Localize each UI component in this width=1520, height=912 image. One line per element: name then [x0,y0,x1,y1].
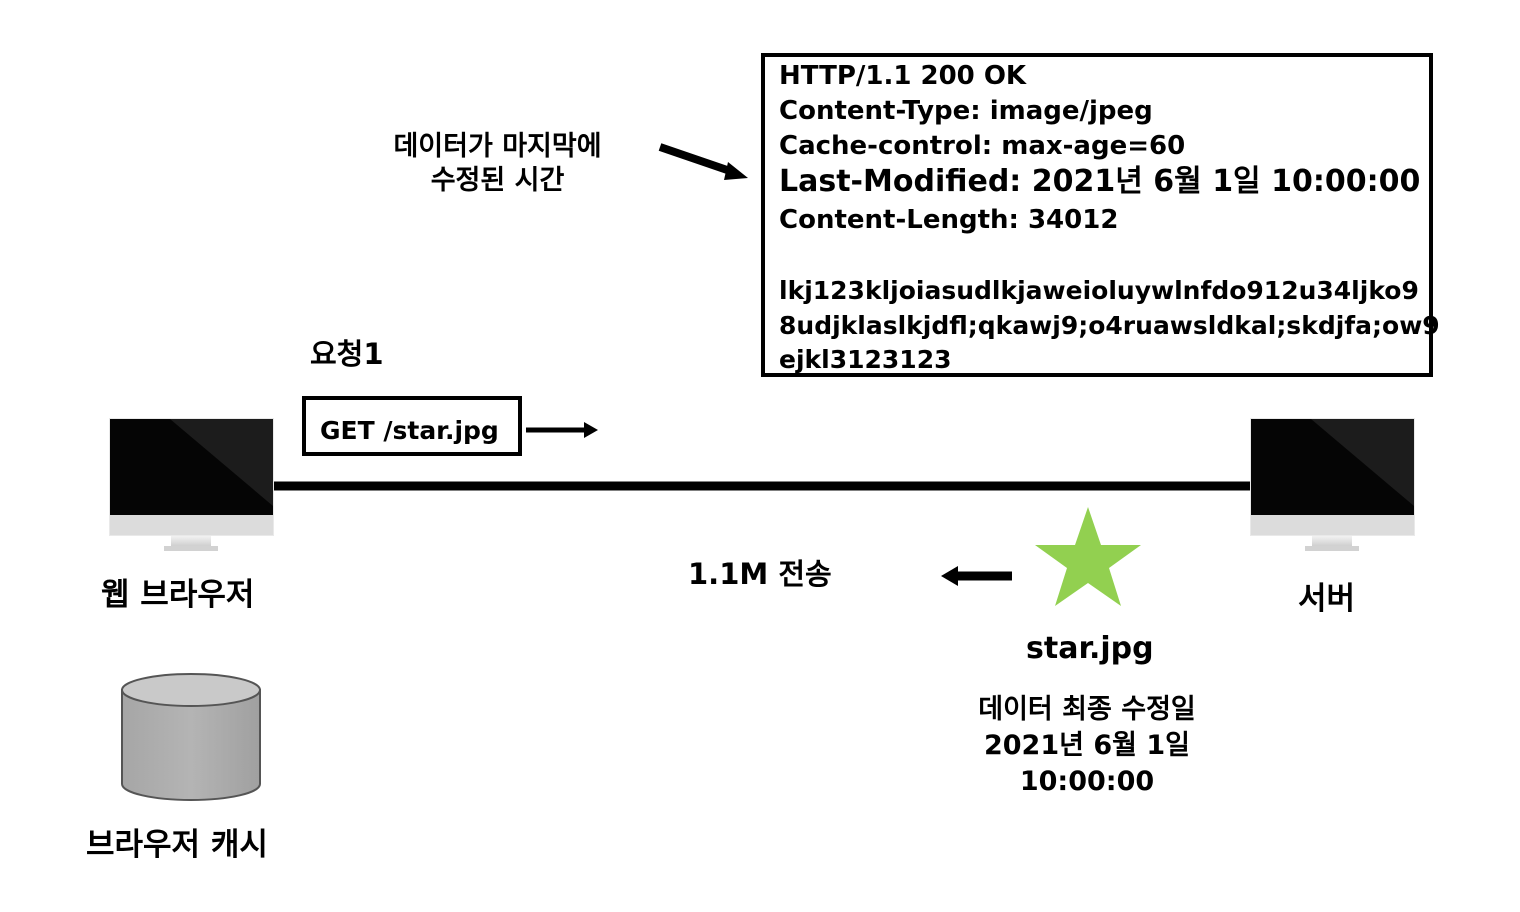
response-message-box: HTTP/1.1 200 OK Content-Type: image/jpeg… [761,53,1440,377]
server-monitor-icon [1250,418,1415,551]
file-modified-line-2: 2021년 6월 1일 [983,730,1191,761]
file-modified-line-3: 10:00:00 [1019,766,1155,797]
server-label: 서버 [1298,581,1356,617]
annotation-line-2: 수정된 시간 [430,165,565,196]
annotation-arrow-icon [658,143,748,180]
request-arrow-icon [526,422,598,438]
response-status-line: HTTP/1.1 200 OK [779,61,1027,91]
transfer-label: 1.1M 전송 [688,557,832,591]
transfer-arrow-icon [941,566,1012,586]
annotation-line-1: 데이터가 마지막에 [393,131,602,162]
response-content-type: Content-Type: image/jpeg [779,96,1153,126]
response-body-line-1: lkj123kljoiasudlkjaweioluywlnfdo912u34lj… [779,276,1419,305]
response-body-line-3: ejkl3123123 [779,345,952,374]
request-title: 요청1 [310,337,384,371]
response-last-modified: Last-Modified: 2021년 6월 1일 10:00:00 [779,164,1421,199]
client-monitor-icon [109,418,274,551]
response-content-length: Content-Length: 34012 [779,205,1119,235]
file-modified-line-1: 데이터 최종 수정일 [978,694,1196,725]
file-name: star.jpg [1026,631,1154,666]
annotation-text: 데이터가 마지막에 수정된 시간 [355,130,640,198]
request-message-box: GET /star.jpg [302,396,522,456]
file-modified-info: 데이터 최종 수정일 2021년 6월 1일 10:00:00 [930,692,1244,800]
star-icon [1035,507,1141,606]
cache-database-icon [121,673,261,801]
client-label: 웹 브라우저 [101,577,255,613]
cache-label: 브라우저 캐시 [86,827,268,863]
response-body-line-2: 8udjklaslkjdfl;qkawj9;o4ruawsldkal;skdjf… [779,311,1440,340]
request-line: GET /star.jpg [320,416,499,445]
response-cache-control: Cache-control: max-age=60 [779,131,1186,161]
